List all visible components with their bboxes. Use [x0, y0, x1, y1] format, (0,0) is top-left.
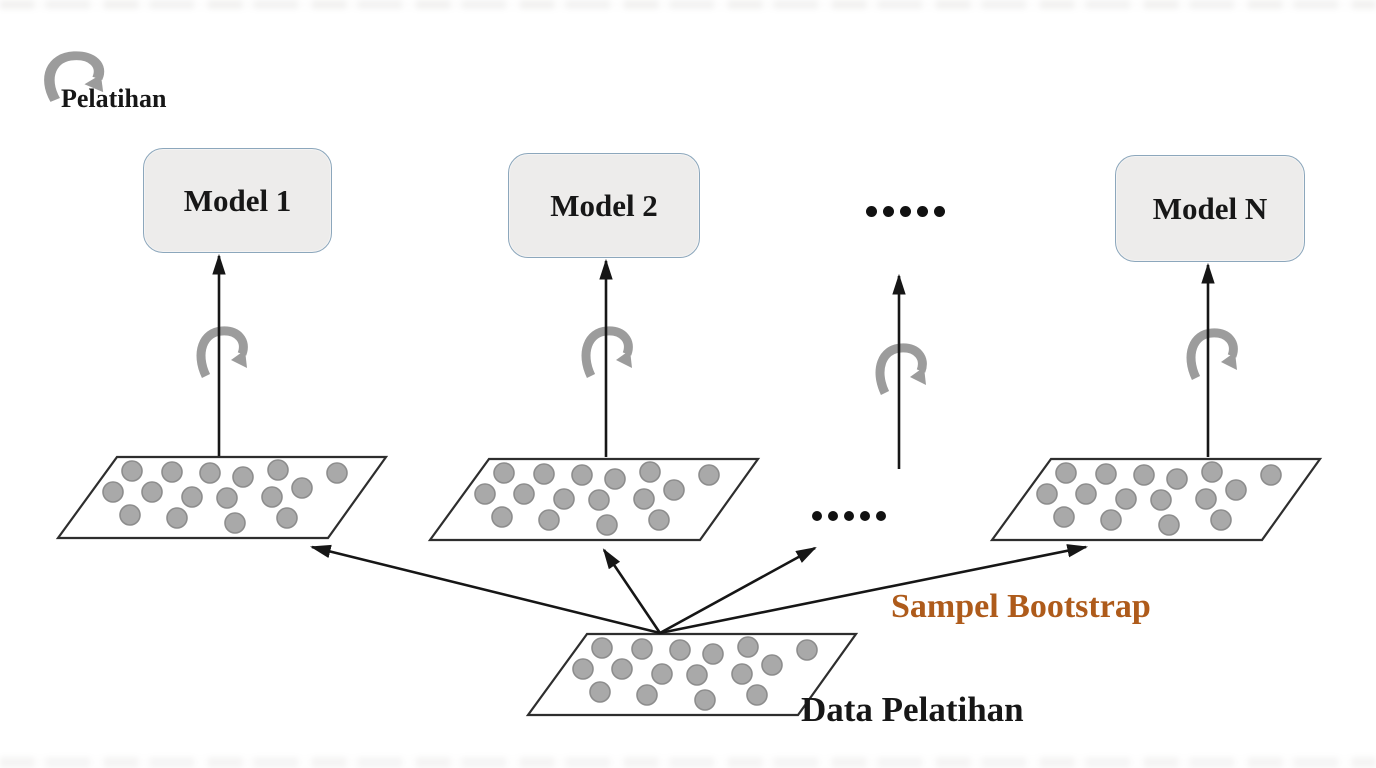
legend-training-label: Pelatihan: [61, 84, 167, 113]
samples-ellipsis: [812, 511, 886, 521]
ellipsis-dot: [828, 511, 838, 521]
bootstrap-arrow-1: [309, 544, 661, 635]
models-ellipsis: [866, 206, 945, 217]
ellipsis-dot: [860, 511, 870, 521]
model-1-box: Model 1: [143, 148, 332, 253]
bootstrap-sampling-arrows: [309, 544, 1089, 635]
bootstrap-sample-plane-2: [428, 457, 760, 542]
bootstrap-arrow-2: [602, 548, 662, 634]
ellipsis-dot: [900, 206, 911, 217]
training-loop-icon-ellipsis: [880, 348, 926, 393]
training-loop-icon-2: [586, 331, 632, 376]
ellipsis-dot: [812, 511, 822, 521]
ellipsis-dot: [917, 206, 928, 217]
bootstrap-sample-plane-n: [990, 457, 1322, 542]
ellipsis-dot: [866, 206, 877, 217]
model-n-label: Model N: [1152, 190, 1268, 226]
bootstrap-sample-label: Sampel Bootstrap: [891, 588, 1151, 625]
model-2-label: Model 2: [550, 187, 658, 223]
ellipsis-dot: [844, 511, 854, 521]
ellipsis-dot: [876, 511, 886, 521]
bootstrap-arrow-n: [659, 544, 1089, 635]
bootstrap-arrow-ellipsis: [659, 546, 817, 635]
training-data-label: Data Pelatihan: [801, 690, 1024, 729]
model-1-label: Model 1: [183, 182, 292, 218]
model-2-box: Model 2: [508, 153, 700, 258]
training-loop-icon-n: [1191, 333, 1237, 378]
bootstrap-sample-plane-1: [56, 455, 388, 540]
training-loop-icon-1: [201, 331, 247, 376]
model-n-box: Model N: [1115, 155, 1305, 262]
ellipsis-dot: [883, 206, 894, 217]
ellipsis-dot: [934, 206, 945, 217]
